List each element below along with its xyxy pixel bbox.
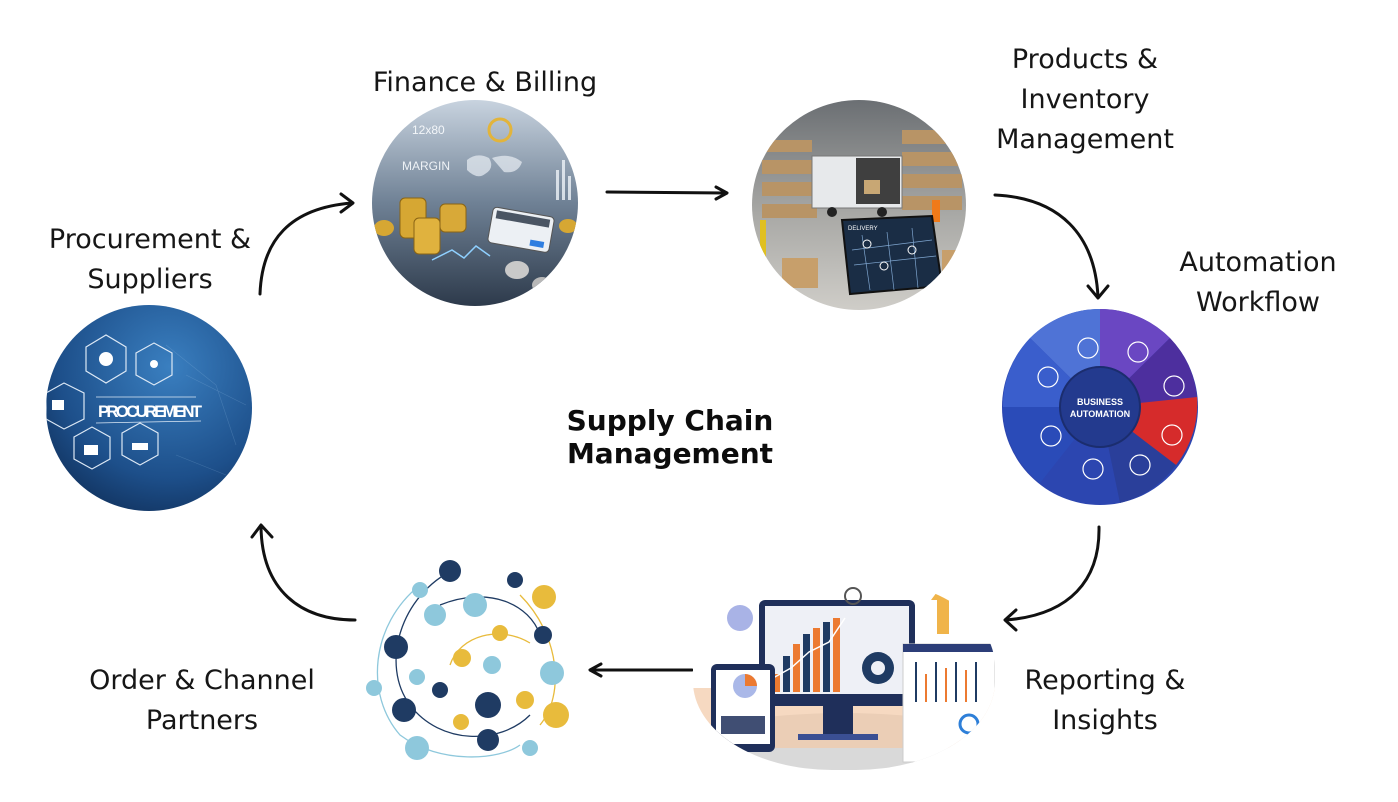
team-icon — [84, 445, 98, 455]
monitor-icon — [759, 600, 915, 740]
process-cycle-icon — [1082, 458, 1104, 480]
orders-network-image — [360, 555, 580, 767]
coin-stacks — [374, 197, 577, 293]
label-procurement: Procurement & Suppliers — [30, 220, 270, 300]
label-line: Automation — [1179, 247, 1337, 278]
arrow-inventory-to-automation — [993, 193, 1110, 300]
label-line: Products & — [1011, 44, 1159, 75]
refresh-icon — [150, 360, 158, 368]
label-line: Inventory — [1020, 84, 1150, 115]
progress-ring-icon — [958, 713, 980, 735]
tablet-icon — [711, 664, 775, 752]
channel-icons — [366, 560, 569, 760]
shield-icon — [99, 352, 113, 366]
laptop-screen-text: DELIVERY — [848, 226, 878, 232]
clipboard-icon — [52, 400, 64, 410]
label-inventory: Products & Inventory Management — [975, 40, 1195, 160]
up-arrow-icon — [931, 584, 955, 634]
laptop-delivery-map: DELIVERY — [840, 214, 944, 296]
inventory-image: DELIVERY — [752, 100, 966, 310]
gear-icon — [1037, 366, 1059, 388]
hexagon-icons — [46, 334, 173, 470]
factory-icon — [132, 443, 148, 450]
label-orders: Order & Channel Partners — [72, 661, 332, 741]
label-line: Workflow — [1196, 287, 1320, 318]
gear-icon — [844, 587, 862, 605]
label-line: Procurement & — [48, 224, 252, 255]
warning-icon — [1127, 341, 1149, 363]
arrow-procurement-to-finance — [258, 192, 355, 296]
label-finance: Finance & Billing — [355, 63, 615, 103]
label-line: Order & Channel — [89, 665, 315, 696]
coins-icon — [1077, 337, 1099, 359]
label-line: Partners — [145, 705, 259, 736]
box-icon — [782, 258, 818, 288]
arrow-reporting-to-orders — [588, 662, 694, 678]
finance-text-margin: MARGIN — [402, 159, 450, 173]
procurement-image-text: PROCUREMENT — [98, 402, 203, 421]
label-automation: Automation Workflow — [1160, 243, 1356, 323]
label-line: Reporting & — [1024, 665, 1186, 696]
worker-icon — [932, 200, 940, 222]
shelves-left — [762, 140, 817, 218]
arrow-finance-to-inventory — [605, 185, 729, 201]
shield-check-icon — [1040, 425, 1062, 447]
automation-wheel: BUSINESS AUTOMATION — [1000, 307, 1200, 507]
finance-image: 12x80 MARGIN — [372, 100, 578, 306]
bar-chart-icon — [1161, 424, 1183, 446]
quality-badge-icon — [1129, 454, 1151, 476]
automation-center-text: BUSINESS — [1077, 397, 1123, 407]
label-reporting: Reporting & Insights — [1005, 661, 1205, 741]
forklift-icon — [760, 220, 766, 270]
truck-icon — [811, 155, 903, 217]
calculator-icon — [487, 206, 555, 253]
finance-text-12x80: 12x80 — [412, 123, 445, 137]
side-chart-panel — [902, 643, 995, 763]
diagram-title: Supply Chain Management — [566, 404, 774, 470]
reporting-image — [693, 578, 995, 770]
procurement-image: PROCUREMENT — [46, 305, 252, 511]
automation-center-text-2: AUTOMATION — [1070, 409, 1130, 419]
box-icon — [1163, 375, 1185, 397]
label-line: Finance & Billing — [372, 67, 598, 98]
user-icon — [727, 605, 753, 631]
arrow-automation-to-reporting — [1003, 525, 1101, 632]
donut-chart-icon — [487, 117, 513, 143]
label-line: Management — [996, 124, 1174, 155]
label-line: Suppliers — [87, 264, 213, 295]
label-line: Insights — [1052, 705, 1158, 736]
arrow-orders-to-procurement — [250, 523, 357, 622]
